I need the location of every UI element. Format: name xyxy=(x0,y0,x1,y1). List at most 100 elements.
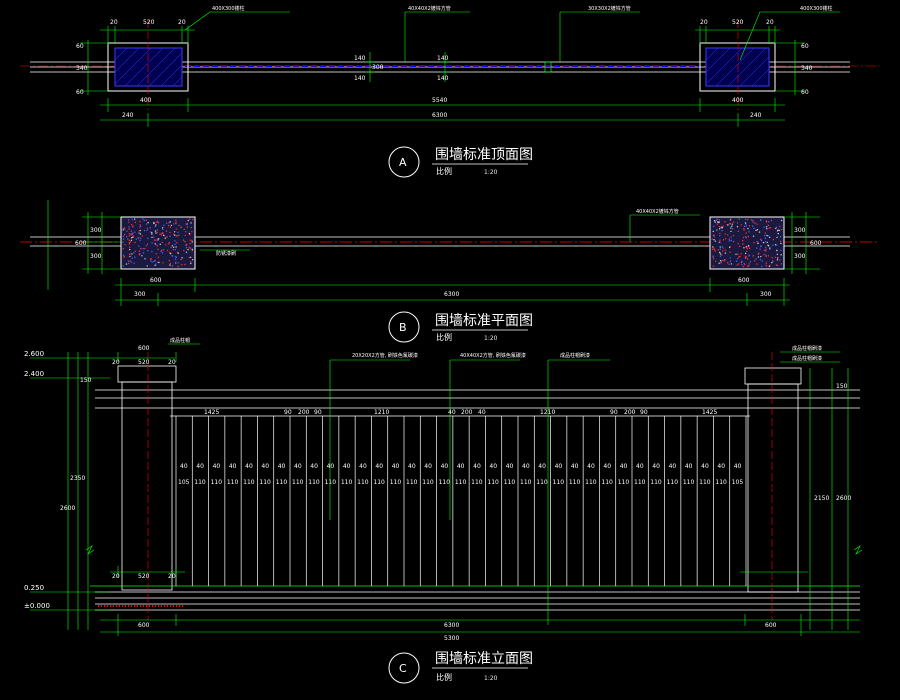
picket-pitch-label: 40 xyxy=(571,463,579,470)
footing-dot xyxy=(765,255,767,258)
picket-gap-label: 110 xyxy=(455,479,467,486)
footing-dot xyxy=(726,262,729,264)
elev-right-h-2: 2600 xyxy=(836,495,851,502)
elev-right-h-1: 2150 xyxy=(814,495,829,502)
footing-dot xyxy=(722,239,725,241)
picket-gap-label: 110 xyxy=(585,479,597,486)
footing-dot xyxy=(713,248,716,251)
plan-callout-1: 40X40X2镀锌方管 xyxy=(636,208,679,215)
footing-dot xyxy=(143,219,145,222)
footing-dot xyxy=(724,249,726,251)
elevation-view[interactable]: 4010540110401104011040110401104011040110… xyxy=(24,337,863,684)
footing-dot xyxy=(743,225,746,228)
footing-dot xyxy=(779,259,781,261)
footing-dot xyxy=(130,261,133,263)
footing-dot xyxy=(155,239,157,241)
footing-dot xyxy=(756,229,759,231)
plan-callout-2: 防锈漆刷 xyxy=(216,250,236,257)
footing-dot xyxy=(169,231,171,234)
footing-dot xyxy=(187,219,189,222)
elev-cap-dim-1: 600 xyxy=(138,345,150,352)
footing-dot xyxy=(188,218,191,220)
top-side-dim-1: 60 xyxy=(76,43,84,50)
top-view-bubble xyxy=(388,146,420,178)
footing-dot xyxy=(191,241,193,243)
footing-dot xyxy=(778,229,781,231)
footing-dot xyxy=(744,252,747,255)
footing-dot xyxy=(744,222,747,224)
plan-dim-right-3: 600 xyxy=(810,240,822,247)
picket-pitch-label: 40 xyxy=(424,463,432,470)
footing-dot xyxy=(129,260,131,262)
footing-dot xyxy=(764,232,767,234)
footing-dot xyxy=(711,238,713,240)
footing-dot xyxy=(720,261,723,263)
plan-view[interactable]: 40X40X2镀锌方管 防锈漆刷 300 300 600 300 300 600… xyxy=(20,200,880,343)
footing-dot xyxy=(719,248,721,251)
level-0000: ±0.000 xyxy=(24,602,50,610)
footing-dot xyxy=(765,262,768,264)
footing-dot xyxy=(183,249,185,252)
footing-dot xyxy=(139,220,141,223)
footing-dot xyxy=(155,253,157,255)
footing-dot xyxy=(167,224,170,227)
footing-dot xyxy=(745,246,747,248)
picket-gap-label: 110 xyxy=(471,479,483,486)
footing-dot xyxy=(127,238,129,240)
top-rail-dim-3: 140 xyxy=(354,75,366,82)
footing-dot xyxy=(769,227,772,229)
footing-dot xyxy=(184,263,186,266)
footing-dot xyxy=(719,234,721,237)
footing-dot xyxy=(774,244,777,246)
footing-dot xyxy=(712,258,715,260)
picket-gap-label: 105 xyxy=(178,479,190,486)
footing-dot xyxy=(757,242,759,245)
footing-dot xyxy=(177,265,179,268)
footing-dot xyxy=(150,257,152,260)
footing-dot xyxy=(757,256,760,258)
elev-callout-3: 40X40X2方管, 刷铁色氟碳漆 xyxy=(460,352,526,359)
footing-dot xyxy=(175,241,178,244)
footing-dot xyxy=(175,219,177,221)
footing-dot xyxy=(174,234,176,236)
footing-dot xyxy=(738,263,740,265)
footing-dot xyxy=(729,251,731,253)
footing-dot xyxy=(151,261,153,263)
elev-top-seg-3: 200 xyxy=(298,409,310,416)
footing-dot xyxy=(780,254,782,256)
footing-dot xyxy=(717,249,719,251)
right-pillar-hatch xyxy=(705,47,770,87)
picket-gap-label: 110 xyxy=(634,479,646,486)
footing-dot xyxy=(130,223,133,226)
footing-dot xyxy=(727,234,729,236)
top-view[interactable]: 400X300镂柱 40X40X2镀锌方管 30X30X2镀锌方管 400X30… xyxy=(20,5,880,178)
footing-dot xyxy=(732,234,735,237)
footing-dot xyxy=(764,241,767,243)
footing-dot xyxy=(767,235,769,237)
footing-dot xyxy=(188,232,191,235)
footing-dot xyxy=(737,230,740,233)
footing-dot xyxy=(736,264,738,266)
picket-pitch-label: 40 xyxy=(522,463,530,470)
footing-dot xyxy=(712,230,714,233)
footing-dot xyxy=(759,248,761,250)
footing-dot xyxy=(142,218,144,220)
footing-dot xyxy=(147,249,149,252)
picket-gap-label: 110 xyxy=(569,479,581,486)
picket-pitch-label: 40 xyxy=(685,463,693,470)
footing-dot xyxy=(768,227,770,230)
footing-dot xyxy=(154,225,157,228)
elevation-break-marks xyxy=(85,545,863,555)
picket-gap-label: 110 xyxy=(227,479,239,486)
footing-dot xyxy=(190,226,192,229)
footing-dot xyxy=(146,223,148,225)
picket-pitch-label: 40 xyxy=(587,463,595,470)
footing-dot xyxy=(128,232,130,235)
footing-dot xyxy=(712,256,714,258)
footing-dot xyxy=(736,222,739,224)
footing-dot xyxy=(147,222,149,224)
picket-pitch-label: 40 xyxy=(327,463,335,470)
footing-dot xyxy=(746,218,749,221)
footing-dot xyxy=(139,233,142,235)
footing-dot xyxy=(175,221,177,223)
